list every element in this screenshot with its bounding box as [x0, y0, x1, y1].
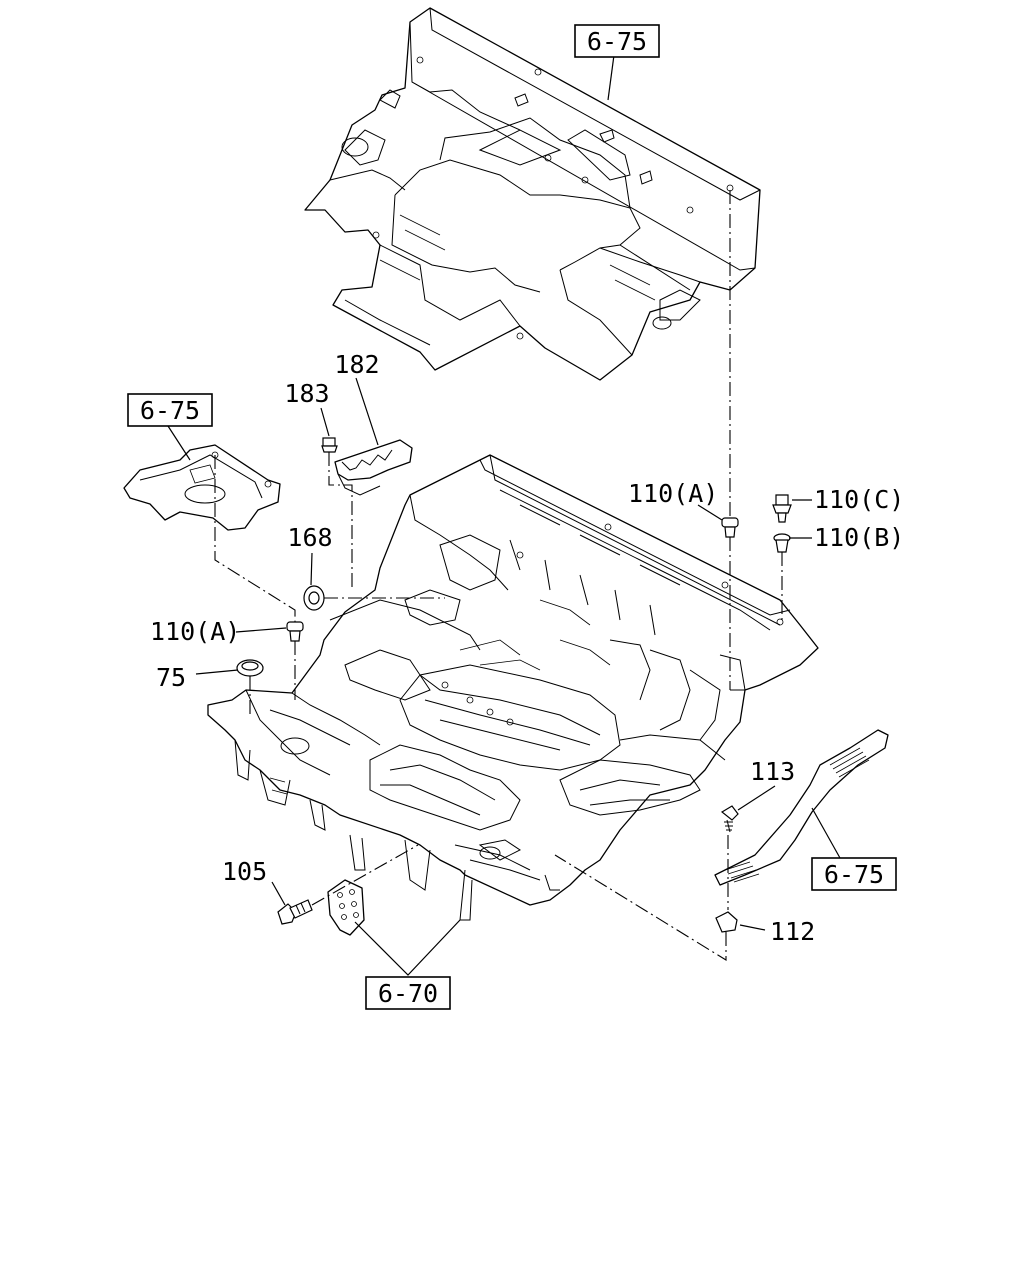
- left-floor-insulator-panel: [123, 444, 281, 531]
- side-step-plate: [714, 729, 889, 886]
- leader-lines: [167, 54, 841, 976]
- label-110b: 110(B): [814, 523, 904, 552]
- dashed-assembly-lines: [214, 190, 783, 961]
- ref-box-bottom: 6-70: [365, 976, 451, 1010]
- screw-113: [720, 805, 739, 833]
- rear-floor-panel-assembly: [207, 454, 819, 921]
- clip-110b: [773, 533, 791, 553]
- plug-110a-left: [286, 621, 304, 642]
- label-183: 183: [284, 379, 329, 408]
- bracket-6-70: [327, 879, 365, 936]
- ref-box-left: 6-75: [127, 393, 213, 427]
- clip-110c: [772, 494, 792, 523]
- bolt-105: [277, 899, 313, 925]
- ref-box-top: 6-75: [574, 24, 660, 58]
- label-168: 168: [287, 523, 332, 552]
- ref-box-right: 6-75: [811, 857, 897, 891]
- fastener-parts: [236, 437, 792, 936]
- bracket-182: [334, 439, 413, 496]
- svg-text:6-75: 6-75: [824, 860, 884, 889]
- upper-floor-insulator-panel: [304, 7, 761, 381]
- grommet-75: [236, 659, 264, 677]
- label-75: 75: [156, 663, 186, 692]
- nut-112: [715, 911, 738, 933]
- label-182: 182: [334, 350, 379, 379]
- label-110c: 110(C): [814, 485, 904, 514]
- plug-110a-right: [721, 517, 739, 538]
- label-105: 105: [222, 857, 267, 886]
- svg-text:6-70: 6-70: [378, 979, 438, 1008]
- svg-text:6-75: 6-75: [587, 27, 647, 56]
- label-110a-left: 110(A): [150, 617, 240, 646]
- svg-text:6-75: 6-75: [140, 396, 200, 425]
- label-112: 112: [770, 917, 815, 946]
- label-110a-right: 110(A): [628, 479, 718, 508]
- label-113: 113: [750, 757, 795, 786]
- grommet-168: [303, 585, 325, 611]
- nut-183: [321, 437, 338, 453]
